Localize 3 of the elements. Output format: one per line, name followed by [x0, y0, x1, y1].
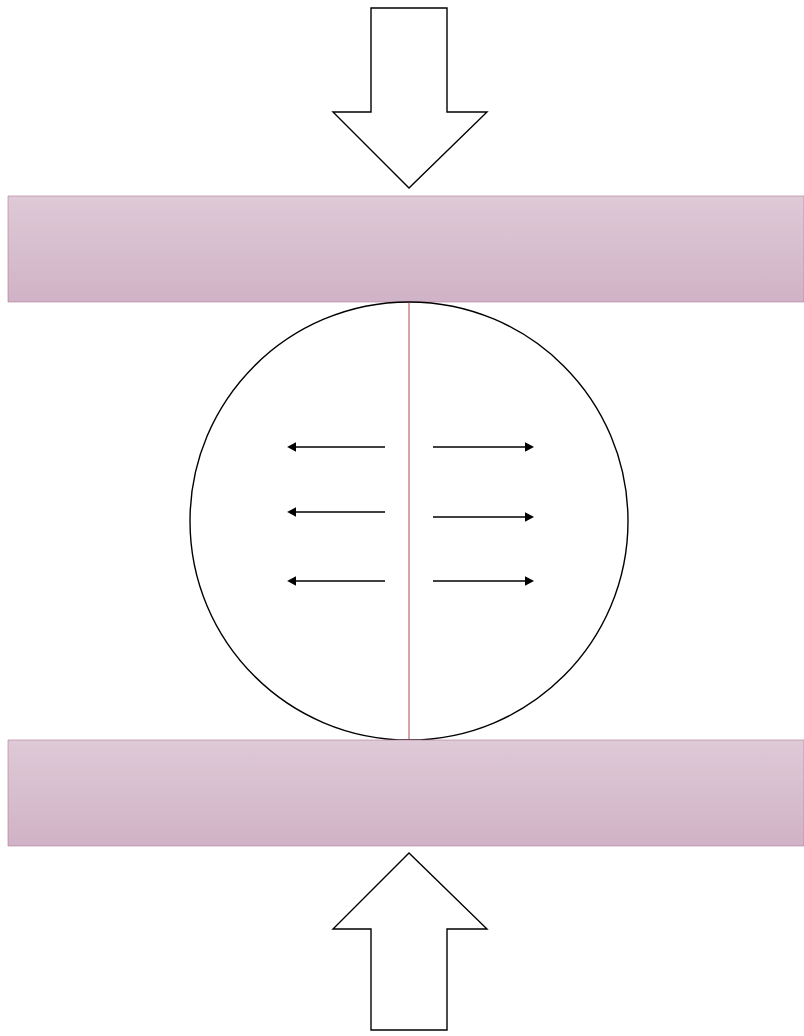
- plate-bar: [7, 195, 804, 303]
- plate-bar: [7, 739, 804, 847]
- specimen-circle: [189, 300, 629, 742]
